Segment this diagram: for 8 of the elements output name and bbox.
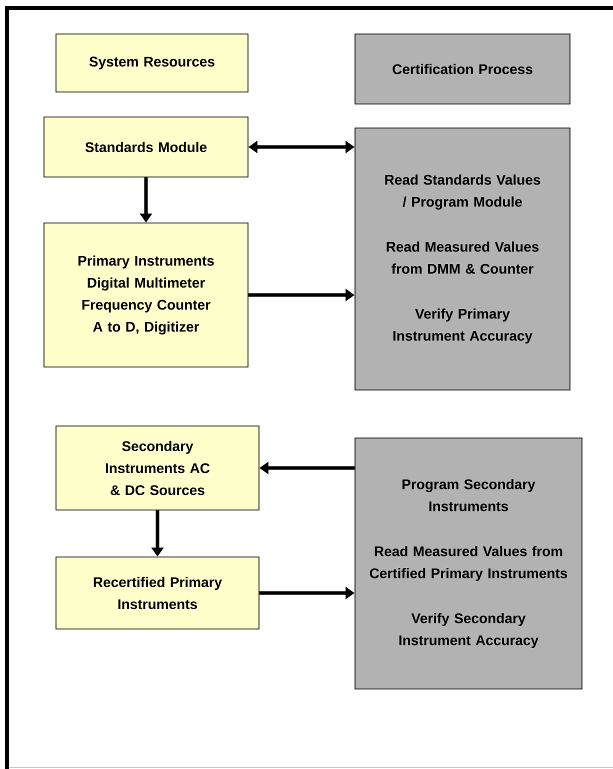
process-box: Program Secondary Instruments Read Measured Values from Certified Primary Instruments Verify Secondary Instrument Accuracy	[354, 438, 582, 690]
process-box: Read Standards Values / Program Module Read Measured Values from DMM & Counter Verify Primary Instrument Accuracy	[354, 128, 570, 390]
resource-box: Secondary Instruments AC & DC Sources	[56, 426, 260, 510]
header-box: Certification Process	[354, 34, 570, 104]
resource-box: Standards Module	[44, 116, 248, 178]
header-box: System Resources	[56, 34, 248, 92]
resource-box: Recertified Primary Instruments	[56, 556, 260, 630]
resource-box: Primary Instruments Digital Multimeter Frequency Counter A to D, Digitizer	[44, 222, 248, 368]
